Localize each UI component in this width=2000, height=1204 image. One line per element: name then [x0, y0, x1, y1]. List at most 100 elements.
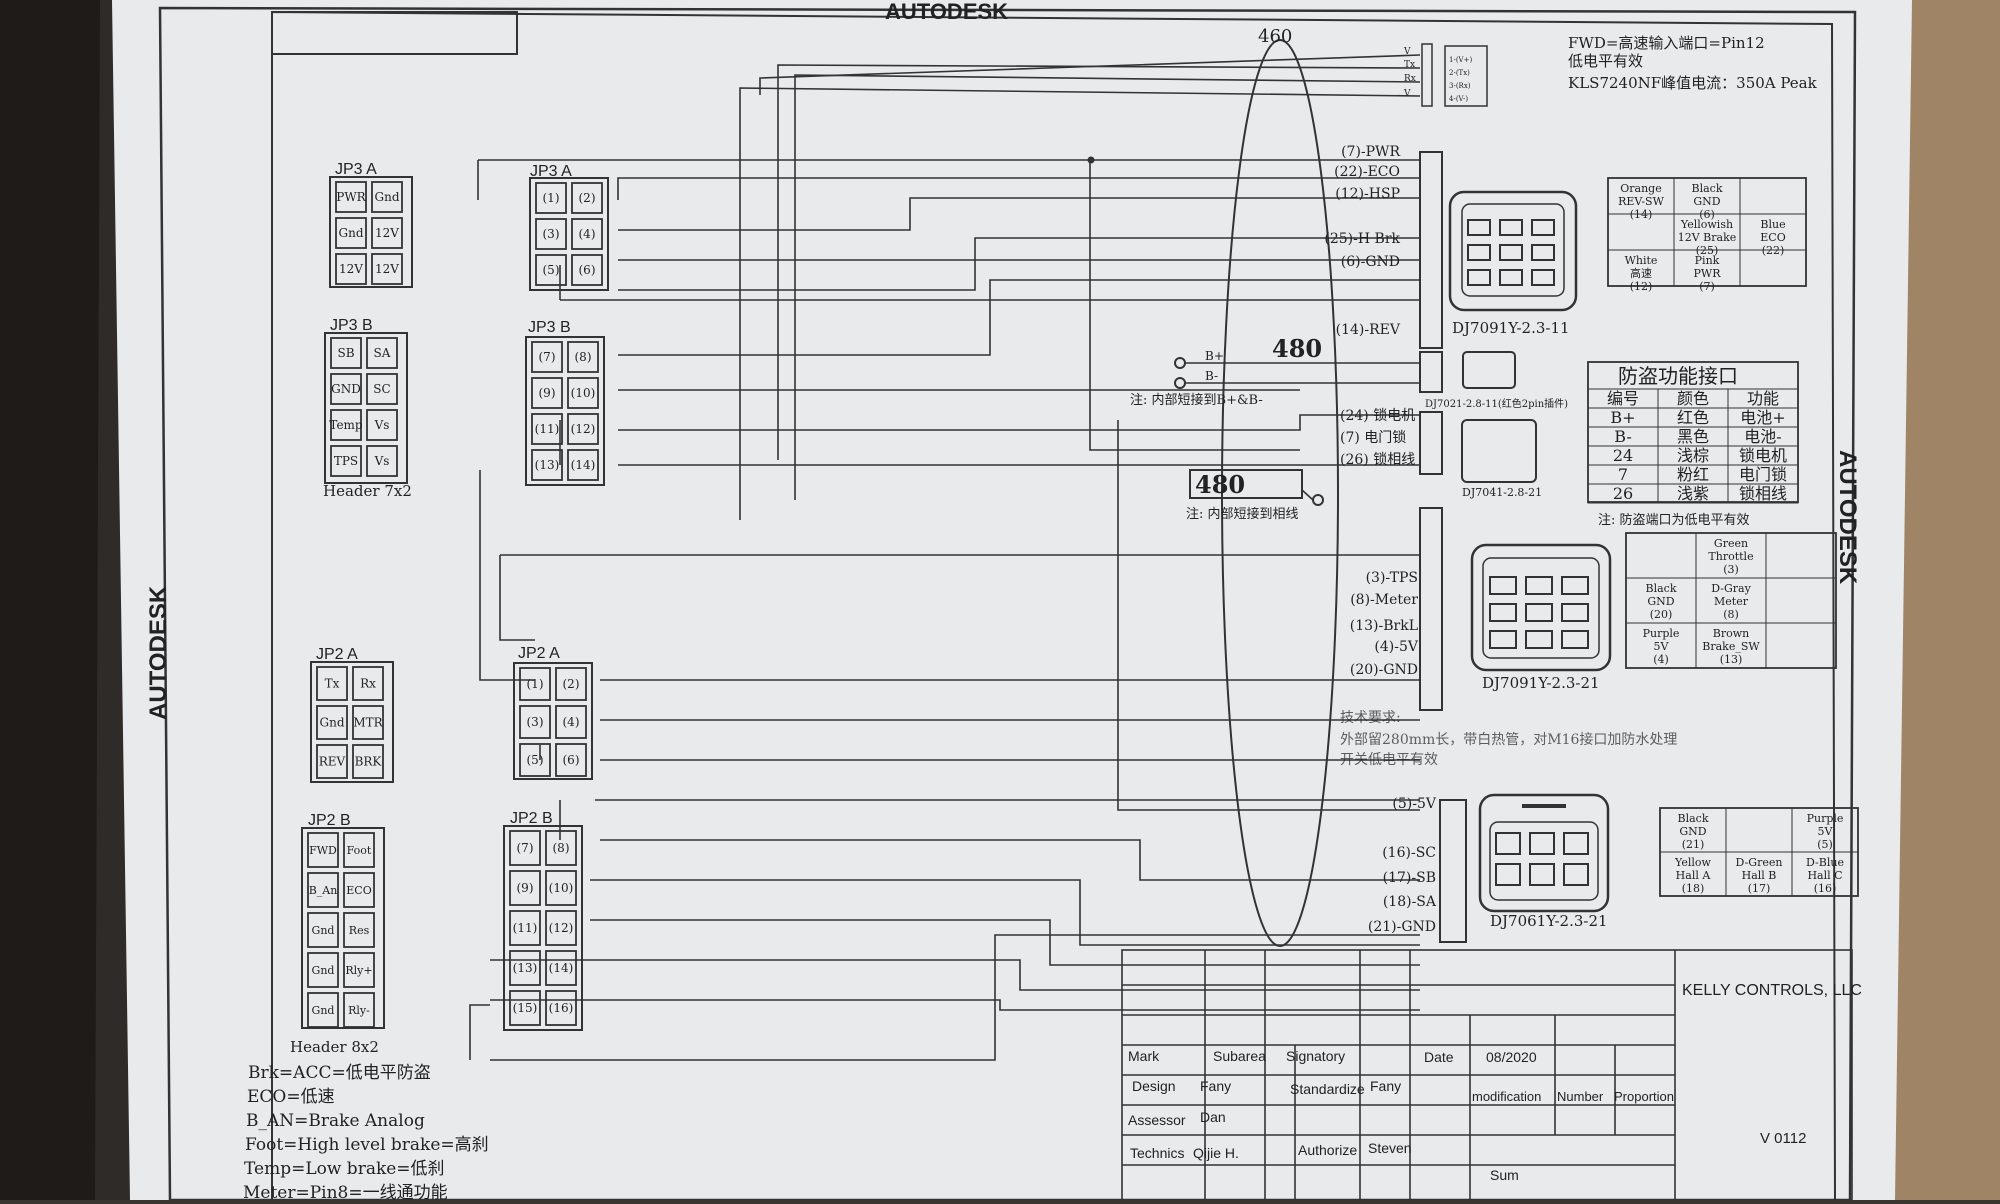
jp2b_right-cell-label-10: (16)	[549, 1001, 574, 1015]
connector-pin	[1499, 269, 1523, 286]
bottom-note-6: Meter=Pin8=一线通功能	[243, 1183, 448, 1200]
anti-theft-header-2: 颜色	[1677, 389, 1709, 408]
jp2a_left-cell-1	[316, 666, 348, 701]
tb-sum: Sum	[1490, 1167, 1519, 1183]
jp3b_left-cell-6	[366, 409, 398, 441]
conn11_table-cell-1-line-1: Orange	[1620, 182, 1661, 195]
conn21_table-cell-2-line-2: Throttle	[1708, 550, 1753, 563]
tb-version: V 0112	[1760, 1130, 1806, 1147]
jp3b_right-cell-label-1: (7)	[539, 350, 556, 364]
note-low-level: 低电平有效	[1568, 52, 1643, 70]
tb-mark: Mark	[1128, 1048, 1160, 1064]
conn61_table-cell-3-line-2: 5V	[1818, 825, 1834, 838]
conn21-wire-5: (20)-GND	[1350, 662, 1418, 678]
tb-signatory: Signatory	[1286, 1048, 1345, 1064]
conn61-name: DJ7061Y-2.3-21	[1490, 912, 1608, 930]
jp3b_right-cell-8	[567, 449, 599, 481]
jp2a_left-cell-label-6: BRK	[355, 755, 383, 769]
connector-pin	[1563, 832, 1589, 855]
conn11-wire-3: (12)-HSP	[1335, 186, 1400, 202]
watermark-left: AUTODESK	[145, 585, 172, 720]
tb-authorize-name: Steven	[1368, 1140, 1412, 1156]
conn21_table-cell-4-line-1: Black	[1646, 582, 1677, 595]
jp3b_left-cell-label-7: TPS	[334, 454, 358, 468]
jp2b_left-cell-10	[343, 992, 375, 1028]
connector-pin	[1489, 576, 1517, 595]
jp2a_right-cell-6	[555, 743, 587, 777]
jp3b_right-cell-3	[531, 377, 563, 409]
anti-theft-header-1: 编号	[1607, 389, 1639, 408]
comm-pin-3: 3-(Rx)	[1449, 82, 1471, 90]
lock-conn-name: DJ7041-2.8-21	[1462, 486, 1542, 499]
anti-theft-cell-3-3: 锁电机	[1739, 446, 1787, 465]
conn21_table-cell-7-line-2: 5V	[1654, 640, 1670, 653]
conn11_table-cell-7-line-2: 高速	[1630, 266, 1652, 280]
connector-pin	[1467, 269, 1491, 286]
conn11_table-cell-6-line-2: ECO	[1760, 231, 1785, 244]
connector-pin	[1525, 630, 1553, 649]
lock-note: 注: 内部短接到相线	[1186, 506, 1299, 522]
conn11-wire-6: (14)-REV	[1336, 322, 1401, 338]
jp2a_right-cell-label-1: (1)	[527, 677, 544, 691]
jp3a_left-cell-label-3: Gnd	[339, 226, 364, 240]
jp2a_left-cell-3	[316, 705, 348, 740]
conn61_table-cell-1-line-3: (21)	[1682, 838, 1705, 851]
anti-theft-cell-5-1: 26	[1613, 484, 1633, 503]
jp3a_left-cell-2	[371, 181, 403, 213]
anti-theft-note: 注: 防盗端口为低电平有效	[1598, 512, 1750, 528]
comm-v1-label: V	[1403, 47, 1411, 57]
anti-theft-cell-5-2: 浅紫	[1677, 484, 1709, 503]
jp2b_right-cell-label-2: (8)	[553, 841, 570, 855]
connector-pin	[1495, 863, 1521, 886]
anti-theft-cell-4-3: 电门锁	[1739, 465, 1787, 484]
jp2b_right-cell-label-4: (10)	[549, 881, 574, 895]
jp2a-right: JP2 A (1)(2)(3)(4)(5)(6)	[513, 645, 593, 780]
connector-pin	[1531, 219, 1555, 236]
comm-pin-4: 4-(V-)	[1449, 95, 1468, 103]
jp3b_right-cell-2	[567, 341, 599, 373]
jp2b_left-cell-label-7: Gnd	[312, 964, 335, 977]
conn61-wire-1: (5)-5V	[1392, 796, 1436, 812]
connector-pin	[1531, 244, 1555, 261]
conn61_table-cell-3-line-3: (5)	[1817, 838, 1833, 851]
jp3a_left-cell-label-4: 12V	[375, 226, 399, 240]
conn21-wire-2: (8)-Meter	[1350, 592, 1418, 608]
tb-technics-name: Qijie H.	[1193, 1145, 1239, 1161]
jp2b_left-cell-5	[307, 912, 339, 948]
conn2pin-note: 注: 内部短接到B+&B-	[1130, 392, 1263, 408]
conn21_table-cell-8-line-3: (13)	[1720, 653, 1743, 666]
jp3a_right-cell-label-6: (6)	[579, 263, 596, 277]
conn61_table-cell-4-line-2: Hall A	[1676, 869, 1712, 882]
jp3b_right-cell-label-3: (9)	[539, 386, 556, 400]
jp2a_left-cell-label-4: MTR	[353, 716, 383, 730]
anti-theft-cell-1-1: B+	[1610, 408, 1635, 427]
jp3b_right-cell-5	[531, 413, 563, 445]
jp2a_right-cell-label-4: (4)	[563, 715, 580, 729]
jp3a_left-cell-3	[335, 217, 367, 249]
jp2b_right-cell-label-6: (12)	[549, 921, 574, 935]
connector-pin	[1467, 244, 1491, 261]
comm-pin-1: 1-(V+)	[1449, 56, 1472, 64]
conn61_table-cell-6-line-1: D-Blue	[1806, 856, 1844, 869]
jp2b_left-cell-4	[343, 872, 375, 908]
anti-theft-cell-2-1: B-	[1614, 427, 1631, 446]
jp3b_left-cell-label-5: Temp	[329, 418, 363, 432]
conn61_table-cell-4-line-3: (18)	[1682, 882, 1705, 895]
jp2b_right-cell-1	[509, 830, 541, 866]
conn61_table-cell-6-line-3: (16)	[1814, 882, 1837, 895]
jp3b_left-cell-7	[330, 445, 362, 477]
jp3a_right-cell-label-5: (5)	[543, 263, 560, 277]
anti-theft-cell-1-3: 电池+	[1740, 408, 1785, 427]
jp3a_left-cell-4	[371, 217, 403, 249]
jp2b-right: JP2 B (7)(8)(9)(10)(11)(12)(13)(14)(15)(…	[503, 810, 583, 1031]
jp2b_right-cell-label-3: (9)	[517, 881, 534, 895]
jp2b_left-cell-label-4: ECO	[346, 884, 371, 897]
jp3b_right-cell-label-8: (14)	[571, 458, 596, 472]
jp2b_left-cell-label-9: Gnd	[312, 1004, 335, 1017]
tb-design-name: Fany	[1200, 1078, 1231, 1094]
jp2a_right-cell-3	[519, 705, 551, 739]
lock-wire-7: (7) 电门锁	[1340, 430, 1406, 446]
